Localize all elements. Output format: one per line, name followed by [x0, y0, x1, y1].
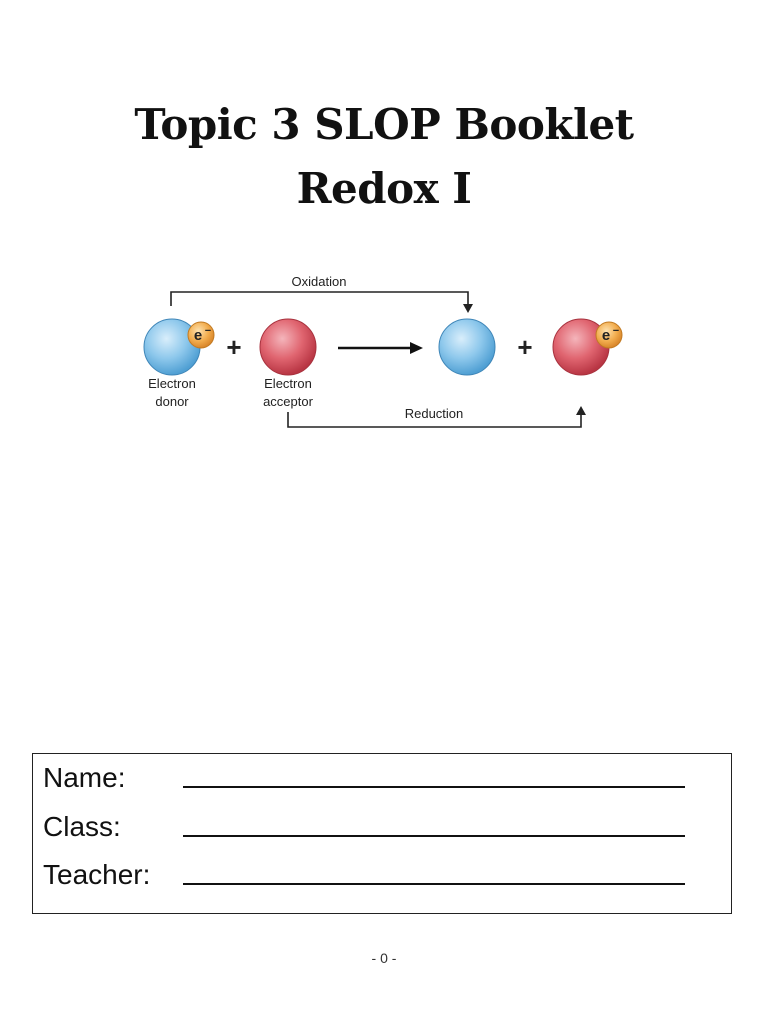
redox-diagram: Oxidation e − Electron donor + Electron …	[120, 262, 648, 438]
teacher-blank-line[interactable]	[183, 883, 685, 885]
reaction-arrow	[338, 342, 423, 354]
name-blank-line[interactable]	[183, 786, 685, 788]
reduction-label: Reduction	[405, 406, 464, 421]
name-row: Name:	[43, 760, 723, 796]
donor-electron-charge: −	[205, 325, 211, 337]
electron-acceptor-sphere	[259, 318, 317, 376]
oxidation-bracket	[170, 291, 473, 313]
page-number: - 0 -	[371, 950, 397, 966]
booklet-title: Topic 3 SLOP Booklet	[134, 100, 634, 149]
donor-label-line2: donor	[155, 394, 189, 409]
donor-electron-symbol: e	[194, 327, 202, 344]
teacher-label: Teacher:	[43, 859, 151, 890]
plus-sign-left: +	[226, 332, 241, 362]
product-electron-charge: −	[613, 325, 619, 337]
reduction-bracket	[287, 406, 586, 428]
oxidation-label: Oxidation	[292, 274, 347, 289]
name-label: Name:	[43, 762, 126, 793]
acceptor-label-line1: Electron	[264, 376, 312, 391]
student-info-box: Name: Class: Teacher:	[32, 753, 732, 914]
class-row: Class:	[43, 809, 723, 845]
product-electron-symbol: e	[602, 327, 610, 344]
class-blank-line[interactable]	[183, 835, 685, 837]
donor-electron-icon	[187, 321, 215, 349]
acceptor-label-line2: acceptor	[263, 394, 314, 409]
plus-sign-right: +	[517, 332, 532, 362]
donor-label-line1: Electron	[148, 376, 196, 391]
teacher-row: Teacher:	[43, 857, 723, 893]
reduction-arrowhead	[576, 406, 586, 415]
oxidation-arrowhead	[463, 304, 473, 313]
booklet-subtitle: Redox I	[296, 164, 472, 213]
class-label: Class:	[43, 811, 121, 842]
oxidized-product-sphere	[438, 318, 496, 376]
product-electron-icon	[595, 321, 623, 349]
redox-diagram-svg: Oxidation e − Electron donor + Electron …	[143, 274, 623, 428]
